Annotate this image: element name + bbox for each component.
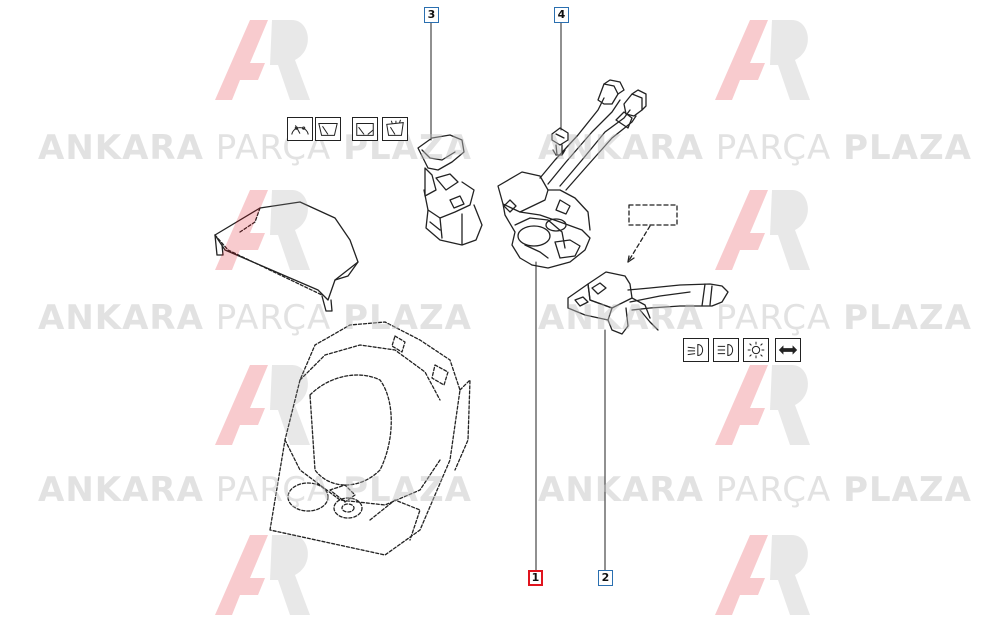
parts-diagram — [214, 22, 729, 571]
steering-column-cover — [269, 321, 471, 556]
callout-part-2: 2 — [598, 570, 613, 586]
wiper-intermittent-icon — [287, 117, 313, 141]
screw-part — [551, 127, 569, 156]
headlight-low-beam-icon — [683, 338, 709, 362]
wiper-stalk-part — [417, 134, 483, 246]
turn-signal-icon — [775, 338, 801, 362]
reference-indicator — [627, 204, 678, 263]
lights-stalk-part — [567, 271, 729, 335]
callout-part-3: 3 — [424, 7, 439, 23]
switch-unit-part — [497, 79, 647, 269]
wiper-washer-icon — [382, 117, 408, 141]
headlight-high-beam-icon — [713, 338, 739, 362]
leader-lines — [430, 22, 606, 571]
wiper-front-icon — [315, 117, 341, 141]
callout-part-1: 1 — [528, 570, 543, 586]
steering-column-shroud — [214, 201, 359, 312]
wiper-rear-icon — [352, 117, 378, 141]
callout-part-4: 4 — [554, 7, 569, 23]
parking-light-icon — [743, 338, 769, 362]
